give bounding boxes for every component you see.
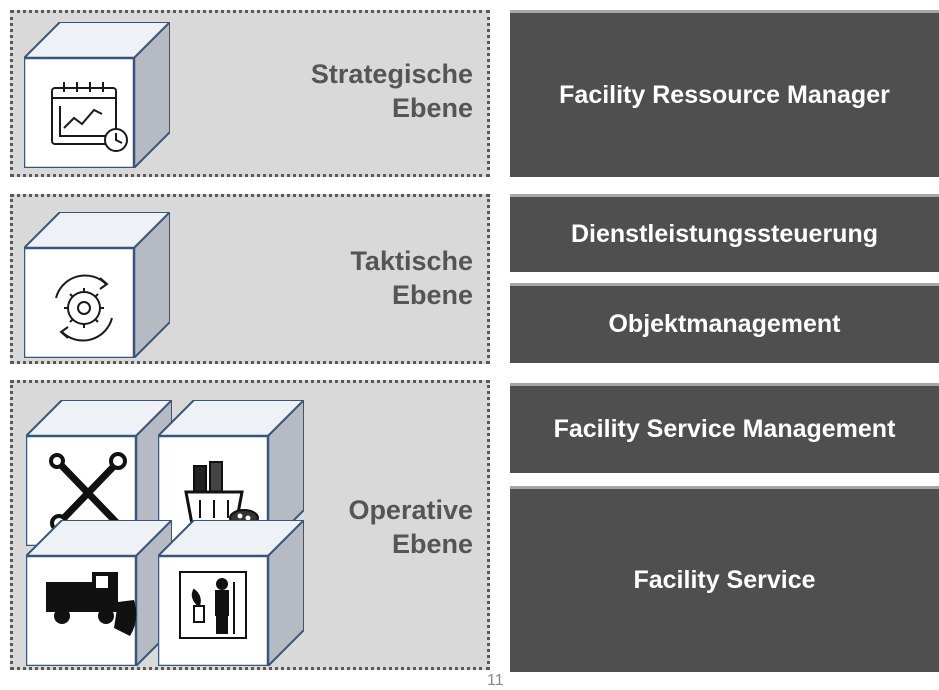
strategic-level-label: Strategische Ebene (311, 57, 473, 125)
level-label-line1: Strategische (310, 59, 473, 89)
snowplow-truck-icon (46, 572, 137, 636)
objektmanagement-bar: Objektmanagement (510, 283, 939, 363)
level-label-line2: Ebene (391, 280, 473, 310)
level-label-line1: Operative (348, 495, 473, 525)
strategic-cube-icon (24, 22, 170, 168)
gardener-cube-icon (158, 520, 304, 666)
page-number: 11 (487, 672, 504, 689)
level-label-line2: Ebene (391, 529, 473, 559)
snowplow-cube-icon (26, 520, 172, 666)
level-label-line1: Taktische (350, 246, 473, 276)
tactical-cube-icon (24, 212, 170, 358)
operative-level-label: Operative Ebene (348, 493, 473, 561)
dienstleistungssteuerung-bar: Dienstleistungssteuerung (510, 194, 939, 272)
facility-service-bar: Facility Service (510, 486, 939, 672)
facility-service-management-bar: Facility Service Management (510, 383, 939, 473)
gear-cycle-icon (55, 274, 113, 342)
tactical-level-label: Taktische Ebene (350, 244, 473, 312)
level-label-line2: Ebene (391, 93, 473, 123)
gardener-icon (179, 571, 247, 639)
facility-ressource-manager-bar: Facility Ressource Manager (510, 10, 939, 177)
calendar-chart-icon (51, 82, 128, 152)
